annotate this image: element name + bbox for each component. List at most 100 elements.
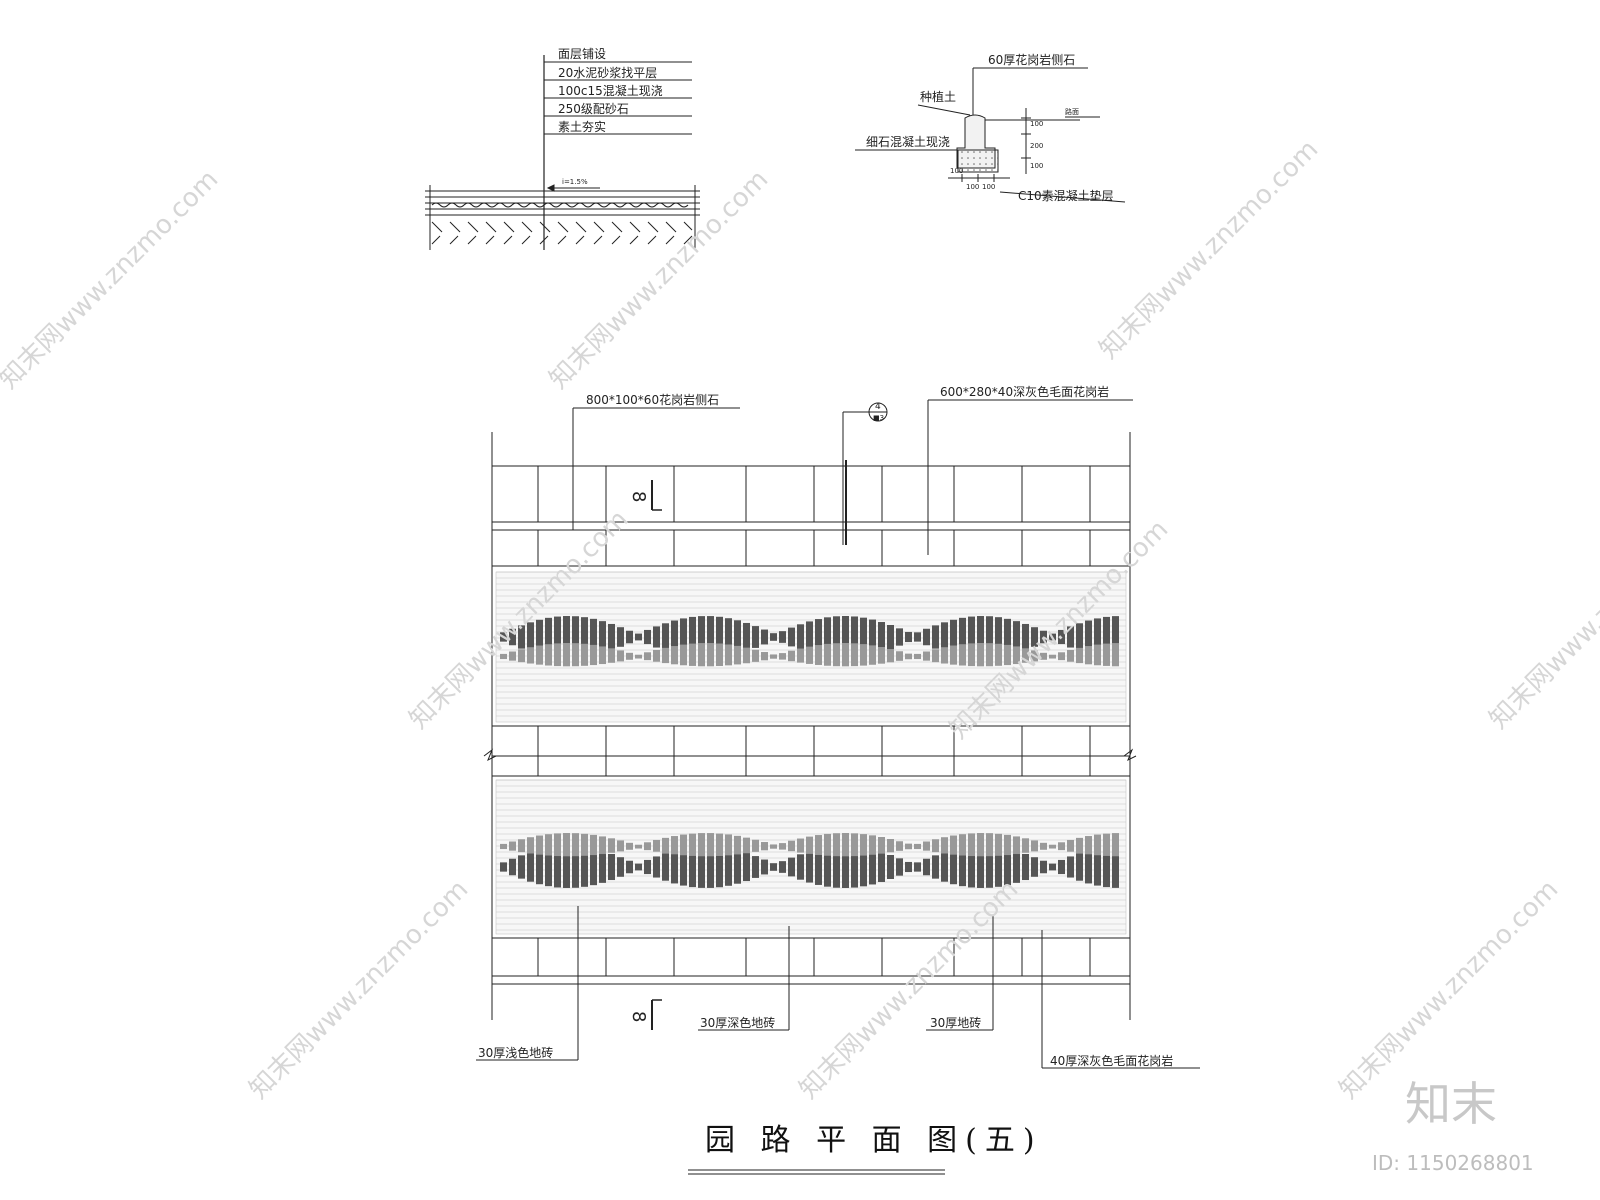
mid-brick [860,834,867,856]
mid-brick [707,643,714,667]
curb-concrete-label: 细石混凝土现浇 [866,134,950,149]
mid-brick [1103,643,1110,666]
mid-brick [788,650,795,662]
dark-brick [761,859,768,875]
dark-brick [869,619,876,655]
mid-brick [1022,648,1029,663]
curb-soil-label: 种植土 [920,89,956,104]
dark-brick [878,622,885,652]
dark-brick [1022,623,1029,651]
mid-brick [1013,646,1020,665]
dark-brick [797,854,804,880]
dark-brick [644,859,651,875]
mid-brick [833,833,840,857]
mid-brick [653,649,660,662]
dark-brick [734,620,741,654]
dark-brick [527,622,534,652]
mid-brick [500,653,507,660]
mid-brick [689,833,696,856]
dark-brick [671,850,678,884]
dark-brick [770,863,777,871]
mid-brick [986,643,993,667]
mid-brick [698,833,705,857]
watermark-text: 知末网www.znzmo.com [1334,874,1565,1105]
mid-brick [941,647,948,664]
dark-brick [851,616,858,658]
mid-brick [770,654,777,659]
mid-brick [977,833,984,857]
watermark-text: 知末网www.znzmo.com [544,164,775,395]
mid-brick [1076,837,1083,854]
dark-brick [1103,616,1110,658]
dark-brick [1049,863,1056,871]
mid-brick [500,843,507,850]
dark-brick [1031,857,1038,877]
dark-brick [581,617,588,657]
layer-label: 100c15混凝土现浇 [558,83,663,98]
mid-brick [608,838,615,853]
dark-brick [527,852,534,882]
dark-brick [995,617,1002,657]
mid-brick [707,833,714,857]
dark-brick [950,619,957,655]
mid-brick [968,833,975,857]
dark-brick [707,616,714,658]
watermark-text: 知末网www.znzmo.com [1094,134,1325,365]
mid-brick [1004,834,1011,856]
dark-brick [824,617,831,657]
dark-brick [509,858,516,876]
mid-brick [851,833,858,857]
mid-brick [527,837,534,854]
mid-brick [554,643,561,667]
mid-brick [1013,836,1020,855]
dark-brick [1031,627,1038,647]
mid-brick [887,649,894,663]
dark-brick [806,851,813,883]
mid-brick [995,833,1002,856]
mid-brick [599,836,606,855]
mid-brick [626,842,633,850]
dark-brick [590,618,597,656]
mid-brick [1085,646,1092,665]
mid-brick [1040,652,1047,660]
detail-marker-number: 4 [875,402,881,412]
dark-brick [950,849,957,885]
mid-brick [1094,834,1101,856]
mid-brick [1004,644,1011,666]
dark-brick [590,848,597,886]
mid-brick [986,833,993,857]
curb-dim-h: 100 [982,183,995,191]
dark-brick [1112,846,1119,888]
dark-brick [617,627,624,647]
slab-row-top [491,466,1131,566]
dark-brick [1058,859,1065,875]
dark-brick [878,852,885,882]
dark-brick [572,846,579,888]
dark-brick [1058,629,1065,645]
dark-brick [608,623,615,651]
dark-brick [968,616,975,658]
dark-brick [653,856,660,878]
dark-brick [698,616,705,658]
mid-brick [671,836,678,855]
mid-brick [914,843,921,850]
dark-brick [941,622,948,652]
mid-brick [896,651,903,661]
dark-brick [1085,850,1092,884]
mid-brick [932,649,939,663]
dark-brick [869,849,876,885]
dark-brick [1040,630,1047,644]
curb-dim-v: 100 [1030,120,1043,128]
mid-brick [752,649,759,662]
dark-brick [995,847,1002,887]
mid-brick [734,835,741,855]
dark-brick [545,847,552,887]
dark-brick [752,626,759,648]
dark-brick [599,621,606,653]
dark-brick [761,629,768,645]
mid-brick [1031,650,1038,662]
dark-brick [788,627,795,647]
dark-brick [833,846,840,888]
mid-brick [581,833,588,856]
